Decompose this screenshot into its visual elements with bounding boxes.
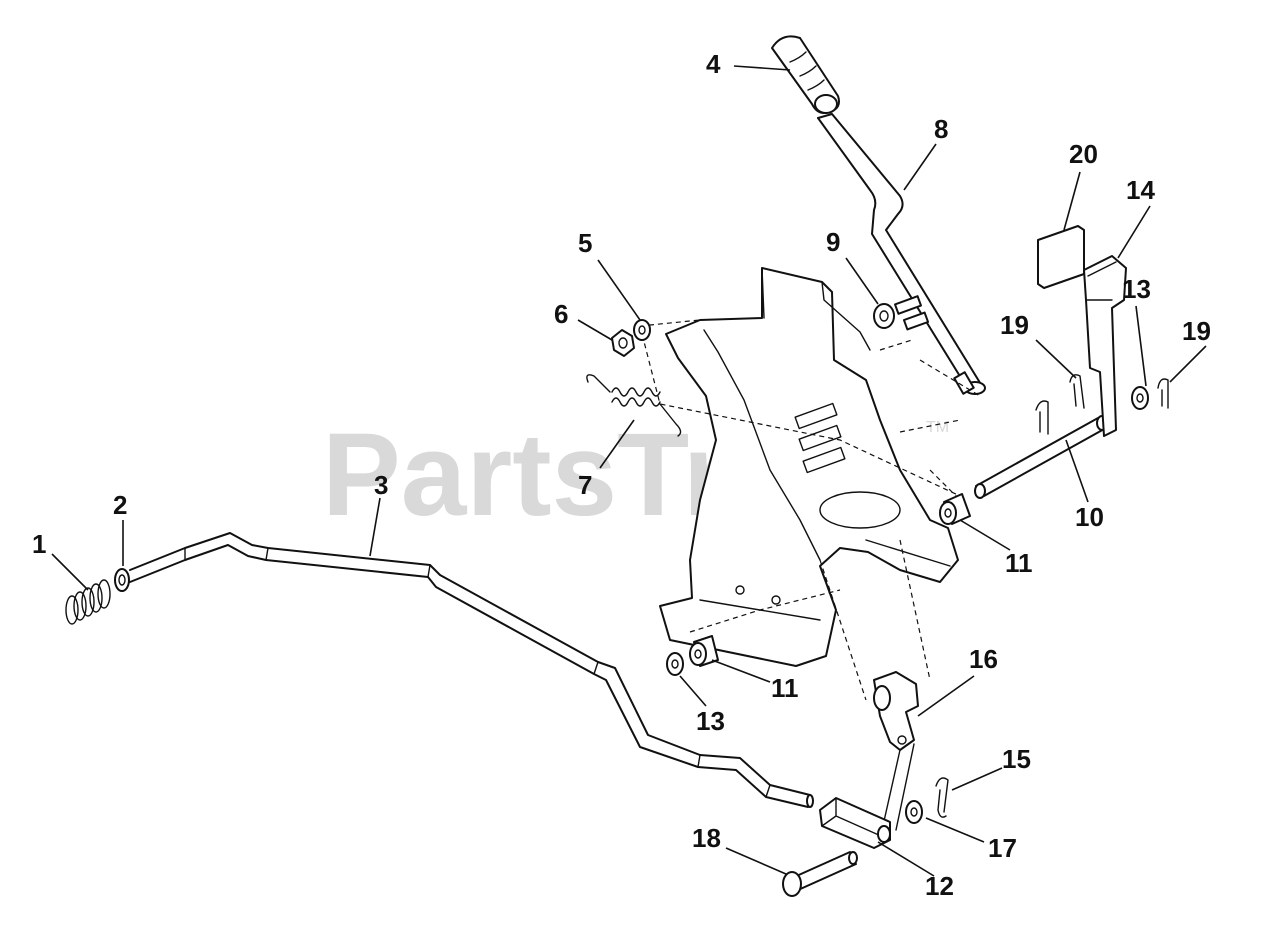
part-clip-19b[interactable]	[1157, 378, 1169, 409]
callout-13b: 13	[1122, 274, 1151, 304]
callout-11b: 11	[771, 673, 799, 703]
part-clip-19a[interactable]	[1069, 374, 1085, 409]
callout-2: 2	[113, 490, 127, 520]
callout-20: 20	[1069, 139, 1098, 169]
callout-18: 18	[692, 823, 721, 853]
callout-15: 15	[1002, 744, 1031, 774]
callout-9: 9	[826, 227, 840, 257]
part-clip-10-pin	[1035, 400, 1049, 435]
part-washer-2[interactable]	[114, 568, 130, 592]
part-washer-13b[interactable]	[1131, 386, 1149, 410]
part-grip-4[interactable]	[771, 35, 840, 114]
part-pin-18[interactable]	[782, 851, 858, 897]
part-washer-17[interactable]	[905, 800, 923, 824]
part-spring-7[interactable]	[586, 374, 682, 437]
part-bushing-11a[interactable]	[939, 493, 971, 525]
callout-6: 6	[554, 299, 568, 329]
callout-13a: 13	[696, 706, 725, 736]
callout-19b: 19	[1182, 316, 1211, 346]
part-washer-9[interactable]	[873, 295, 930, 331]
callout-8: 8	[934, 114, 948, 144]
part-lever-8[interactable]	[817, 113, 986, 395]
part-nut-6[interactable]	[611, 329, 635, 357]
callout-11a: 11	[1005, 548, 1033, 578]
callout-4: 4	[706, 49, 721, 79]
callout-19a: 19	[1000, 310, 1029, 340]
part-pedal-arm-14[interactable]	[1083, 255, 1127, 437]
callout-3: 3	[374, 470, 388, 500]
callouts: 1 2 3 4 5 6 7 8 9 10 11 11 12 13 13 14 1…	[32, 49, 1211, 901]
callout-16: 16	[969, 644, 998, 674]
leader-lines	[51, 65, 1207, 877]
callout-7: 7	[578, 470, 592, 500]
watermark-tm: TM	[926, 419, 949, 436]
part-washer-13a[interactable]	[666, 652, 684, 676]
part-spring-1[interactable]	[65, 579, 111, 625]
callout-1: 1	[32, 529, 46, 559]
callout-10: 10	[1075, 502, 1104, 532]
part-bracket-16[interactable]	[873, 671, 919, 831]
part-washer-5[interactable]	[633, 319, 651, 341]
part-bushing-11b[interactable]	[689, 635, 719, 667]
part-rod-10[interactable]	[974, 415, 1108, 499]
part-clevis-12[interactable]	[819, 797, 891, 849]
part-pedal-pad-20[interactable]	[1037, 225, 1085, 289]
callout-14: 14	[1126, 175, 1155, 205]
callout-12: 12	[925, 871, 954, 901]
part-rod-3[interactable]	[129, 532, 814, 808]
callout-17: 17	[988, 833, 1017, 863]
part-main-bracket	[639, 267, 981, 701]
callout-5: 5	[578, 228, 592, 258]
part-clip-15[interactable]	[935, 777, 949, 818]
